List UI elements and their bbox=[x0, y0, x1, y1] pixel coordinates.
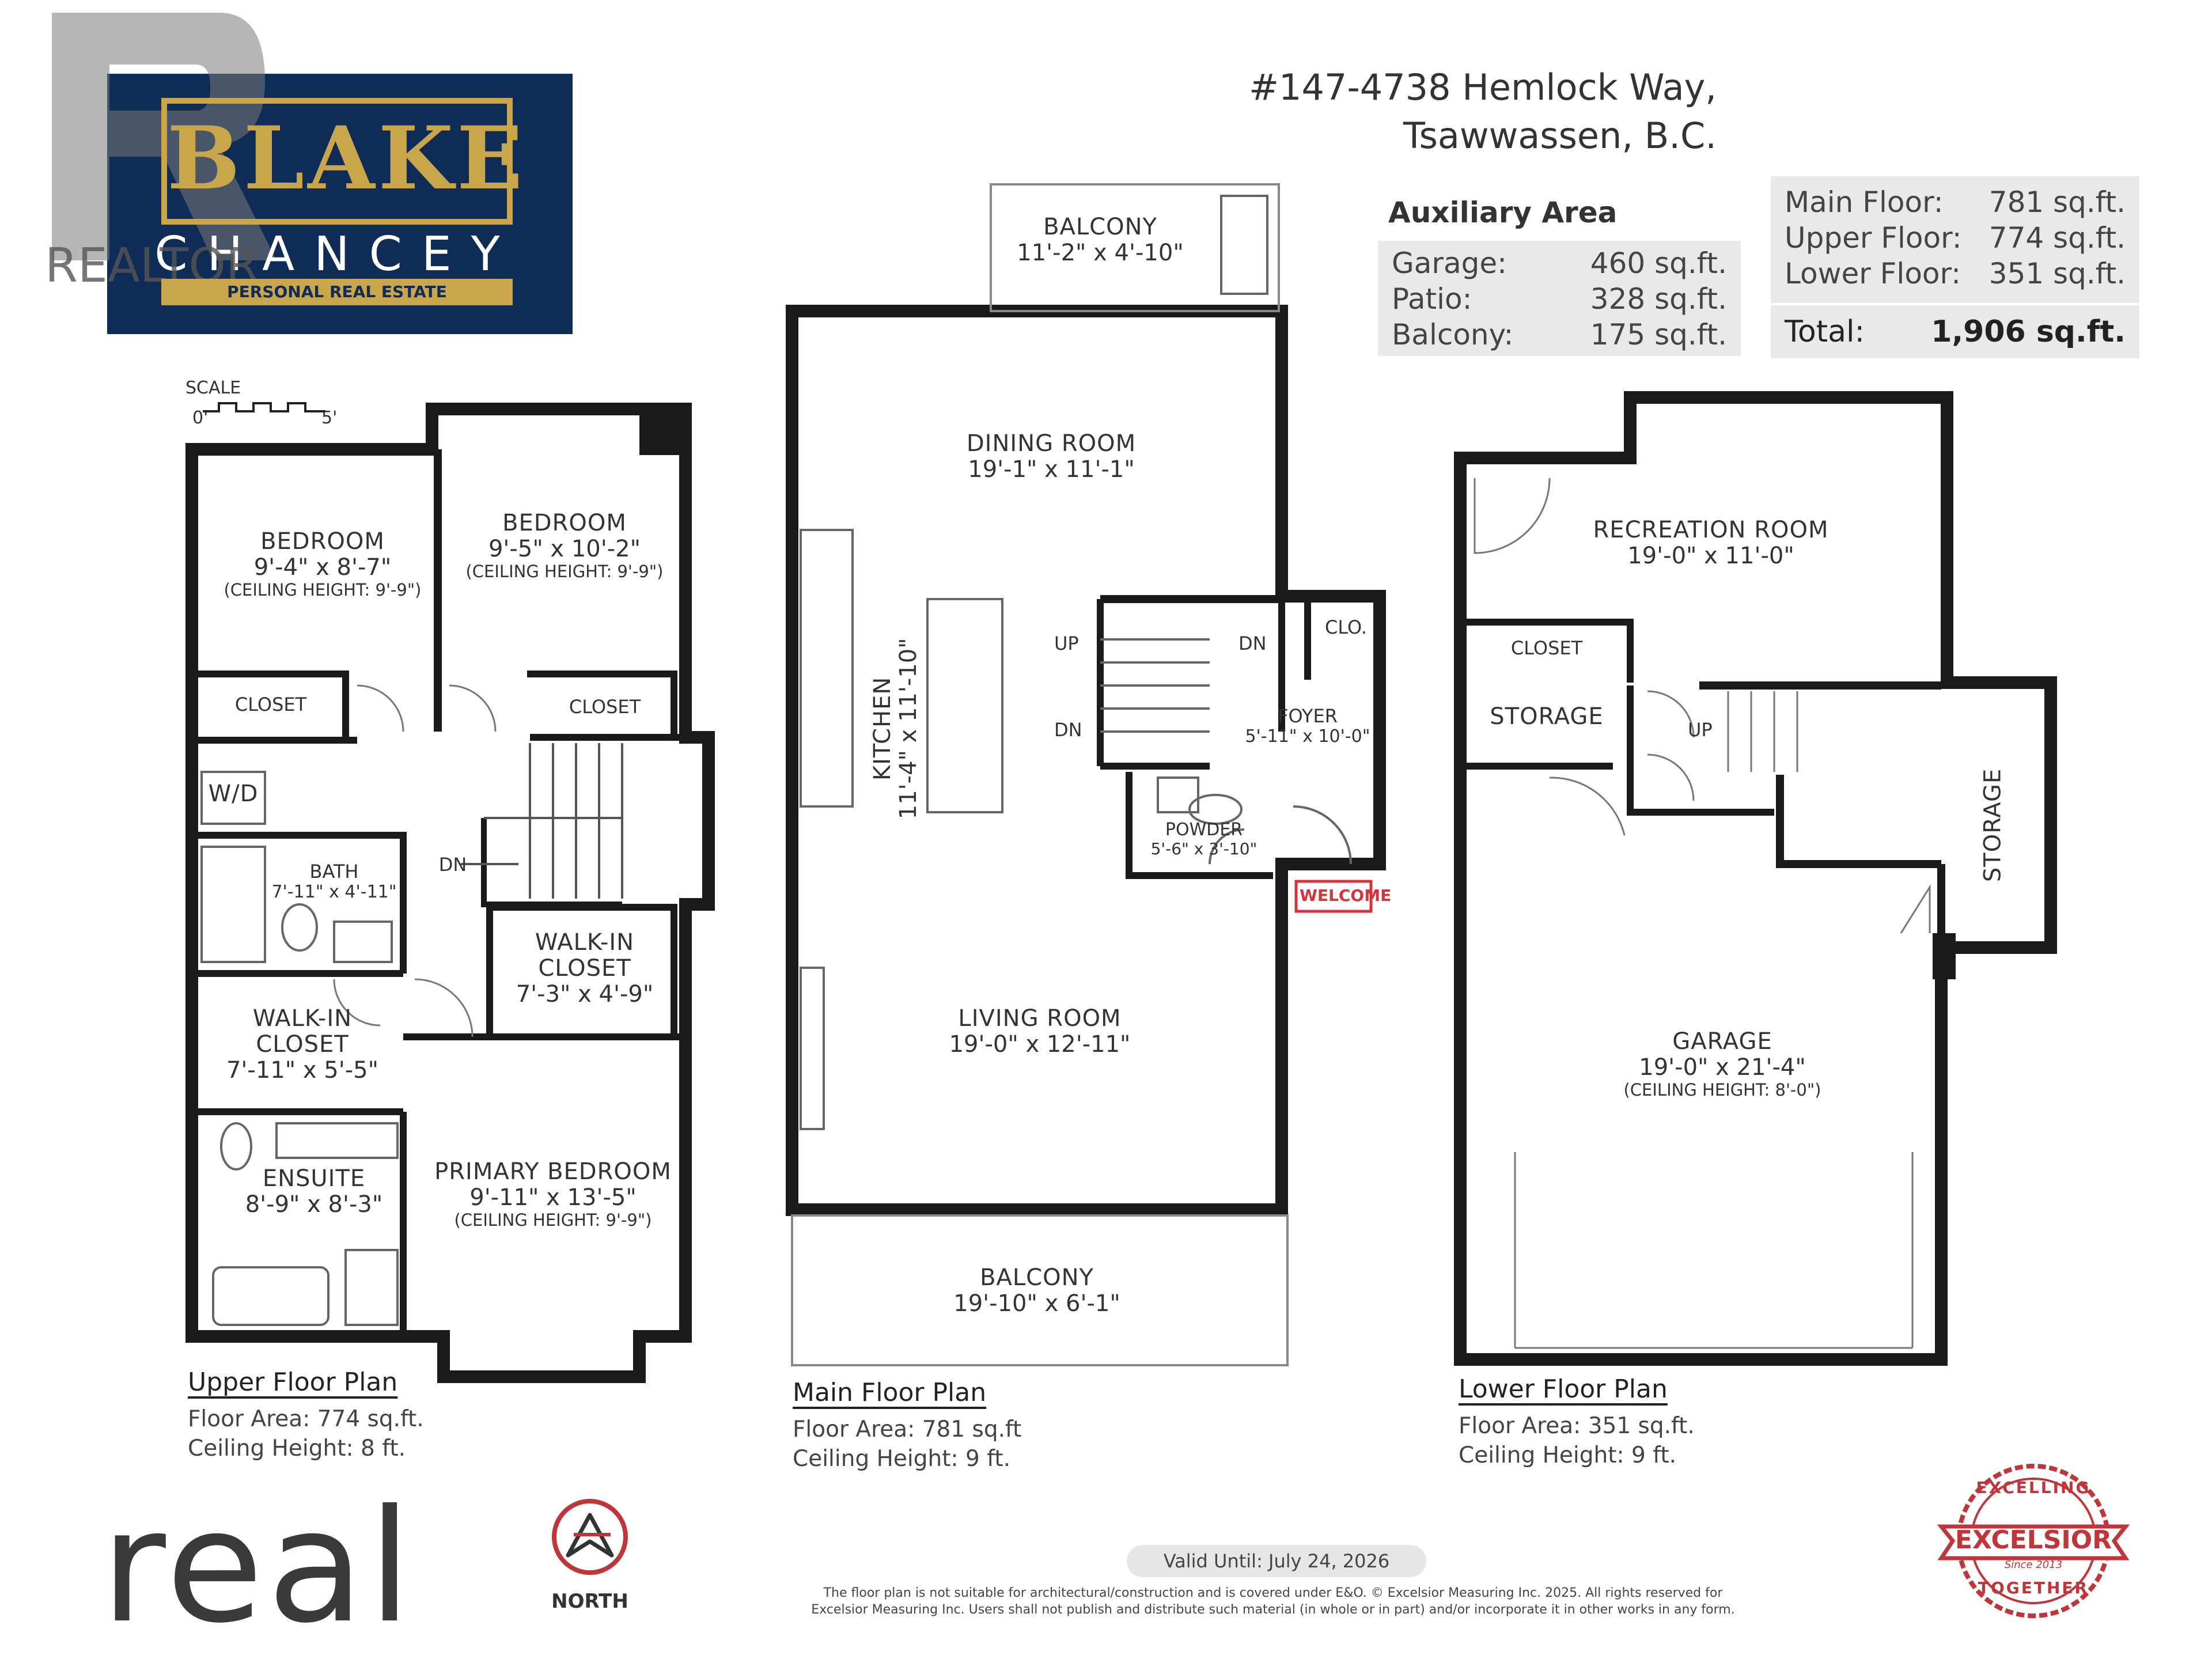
lower-floor-info: Lower Floor Plan Floor Area: 351 sq.ft. … bbox=[1459, 1374, 1695, 1470]
upper-bedroom-1: BEDROOM 9'-4" x 8'-7" (CEILING HEIGHT: 9… bbox=[224, 528, 422, 600]
scale-bar bbox=[203, 402, 325, 412]
total-value: 1,906 sq.ft. bbox=[1931, 315, 2126, 349]
total-row-main: Main Floor:781 sq.ft. bbox=[1785, 185, 2126, 219]
total-row-lower: Lower Floor:351 sq.ft. bbox=[1785, 257, 2126, 290]
agent-logo-frame bbox=[161, 98, 513, 225]
aux-row-patio: Patio:328 sq.ft. bbox=[1392, 282, 1727, 316]
main-foyer: FOYER 5'-11" x 10'-0" bbox=[1245, 705, 1370, 747]
seal-bottom-text: TOGETHER bbox=[1978, 1578, 2089, 1597]
disclaimer-line1: The floor plan is not suitable for archi… bbox=[823, 1586, 1723, 1600]
main-closet: CLO. bbox=[1325, 616, 1368, 638]
total-area-row: Total: 1,906 sq.ft. bbox=[1771, 305, 2139, 358]
upper-bedroom-2: BEDROOM 9'-5" x 10'-2" (CEILING HEIGHT: … bbox=[465, 510, 664, 581]
floor-area-table: Main Floor:781 sq.ft. Upper Floor:774 sq… bbox=[1771, 176, 2139, 303]
main-powder: POWDER 5'-6" x 3'-10" bbox=[1150, 820, 1257, 858]
agent-first-name: BLAKE bbox=[167, 108, 527, 209]
excelsior-seal-text: EXCELSIOR bbox=[1955, 1525, 2112, 1555]
upper-dn: DN bbox=[438, 854, 467, 876]
main-balcony-bottom: BALCONY 19'-10" x 6'-1" bbox=[953, 1264, 1120, 1317]
upper-floor-info: Upper Floor Plan Floor Area: 774 sq.ft. … bbox=[188, 1368, 424, 1463]
excelsior-seal-icon bbox=[1937, 1464, 2130, 1618]
seal-since-text: Since 2013 bbox=[2004, 1559, 2063, 1571]
lower-storage-2: STORAGE bbox=[1979, 768, 2006, 882]
total-row-upper: Upper Floor:774 sq.ft. bbox=[1785, 221, 2126, 255]
address: #147-4738 Hemlock Way, Tsawwassen, B.C. bbox=[1249, 63, 1717, 160]
main-kitchen: KITCHEN 11'-4" x 11'-10" bbox=[869, 638, 922, 820]
upper-bath: BATH 7'-11" x 4'-11" bbox=[271, 861, 397, 902]
main-floor-walls bbox=[786, 305, 1386, 1216]
upper-floor-title: Upper Floor Plan bbox=[188, 1368, 398, 1397]
upper-floor-ceiling: Ceiling Height: 8 ft. bbox=[188, 1435, 406, 1461]
main-fixtures bbox=[800, 195, 1352, 1130]
aux-row-garage: Garage:460 sq.ft. bbox=[1392, 247, 1727, 280]
scale-label: SCALE bbox=[185, 378, 241, 398]
disclaimer: The floor plan is not suitable for archi… bbox=[749, 1585, 1797, 1618]
lower-storage-1: STORAGE bbox=[1490, 703, 1604, 730]
upper-floor-walls bbox=[185, 403, 715, 1383]
main-balcony-outlines bbox=[791, 183, 1289, 1366]
upper-walk-in-closet-1: WALK-IN CLOSET 7'-3" x 4'-9" bbox=[516, 929, 654, 1007]
welcome-mat-text: WELCOME bbox=[1300, 886, 1392, 905]
upper-walk-in-closet-2: WALK-IN CLOSET 7'-11" x 5'-5" bbox=[226, 1005, 378, 1084]
lower-recreation-room: RECREATION ROOM 19'-0" x 11'-0" bbox=[1593, 517, 1829, 569]
corporation-bar: PERSONAL REAL ESTATE CORPORATION bbox=[161, 279, 513, 328]
upper-ensuite: ENSUITE 8'-9" x 8'-3" bbox=[245, 1165, 383, 1218]
seal-top-text: EXCELLING bbox=[1976, 1478, 2091, 1497]
lower-floor-ceiling: Ceiling Height: 9 ft. bbox=[1459, 1442, 1677, 1468]
upper-primary-bedroom: PRIMARY BEDROOM 9'-11" x 13'-5" (CEILING… bbox=[434, 1158, 672, 1230]
main-dining-room: DINING ROOM 19'-1" x 11'-1" bbox=[966, 430, 1137, 483]
north-label: NORTH bbox=[551, 1590, 628, 1613]
auxiliary-title: Auxiliary Area bbox=[1388, 196, 1618, 229]
main-balcony-top: BALCONY 11'-2" x 4'-10" bbox=[1017, 214, 1184, 266]
auxiliary-table: Garage:460 sq.ft. Patio:328 sq.ft. Balco… bbox=[1378, 241, 1741, 356]
north-arrow-icon bbox=[552, 1499, 628, 1575]
lower-floor-title: Lower Floor Plan bbox=[1459, 1374, 1668, 1404]
lower-garage: GARAGE 19'-0" x 21'-4" (CEILING HEIGHT: … bbox=[1623, 1028, 1821, 1100]
lower-fixtures bbox=[1474, 478, 1931, 1349]
welcome-mat bbox=[1294, 880, 1373, 913]
upper-stairs bbox=[461, 743, 623, 899]
lower-floor-area: Floor Area: 351 sq.ft. bbox=[1459, 1413, 1695, 1439]
lower-up: UP bbox=[1688, 719, 1713, 741]
main-floor-title: Main Floor Plan bbox=[793, 1378, 987, 1407]
upper-fixtures bbox=[200, 771, 399, 1326]
upper-closet-2: CLOSET bbox=[569, 696, 641, 718]
agent-last-name: CHANCEY bbox=[154, 227, 520, 282]
lower-closet: CLOSET bbox=[1510, 637, 1583, 659]
address-line2: Tsawwassen, B.C. bbox=[1403, 114, 1717, 157]
main-up: UP bbox=[1054, 632, 1079, 654]
lower-column bbox=[1933, 933, 1956, 979]
valid-until: Valid Until: July 24, 2026 bbox=[1127, 1545, 1426, 1577]
upper-wd: W/D bbox=[208, 781, 259, 807]
main-floor-info: Main Floor Plan Floor Area: 781 sq.ft Ce… bbox=[793, 1378, 1021, 1474]
main-dn-1: DN bbox=[1238, 632, 1267, 654]
main-floor-ceiling: Ceiling Height: 9 ft. bbox=[793, 1445, 1011, 1472]
brokerage-logo: real bbox=[100, 1476, 416, 1657]
main-dn-2: DN bbox=[1054, 719, 1082, 741]
address-line1: #147-4738 Hemlock Way, bbox=[1249, 66, 1717, 108]
upper-floor-area: Floor Area: 774 sq.ft. bbox=[188, 1406, 424, 1432]
total-label: Total: bbox=[1785, 315, 1865, 349]
main-floor-area: Floor Area: 781 sq.ft bbox=[793, 1416, 1022, 1442]
main-living-room: LIVING ROOM 19'-0" x 12'-11" bbox=[949, 1005, 1131, 1058]
upper-closet-1: CLOSET bbox=[234, 694, 307, 715]
upper-door-swings bbox=[333, 684, 497, 1037]
aux-row-balcony: Balcony:175 sq.ft. bbox=[1392, 318, 1727, 351]
disclaimer-line2: Excelsior Measuring Inc. Users shall not… bbox=[811, 1602, 1735, 1617]
upper-column bbox=[639, 409, 685, 455]
